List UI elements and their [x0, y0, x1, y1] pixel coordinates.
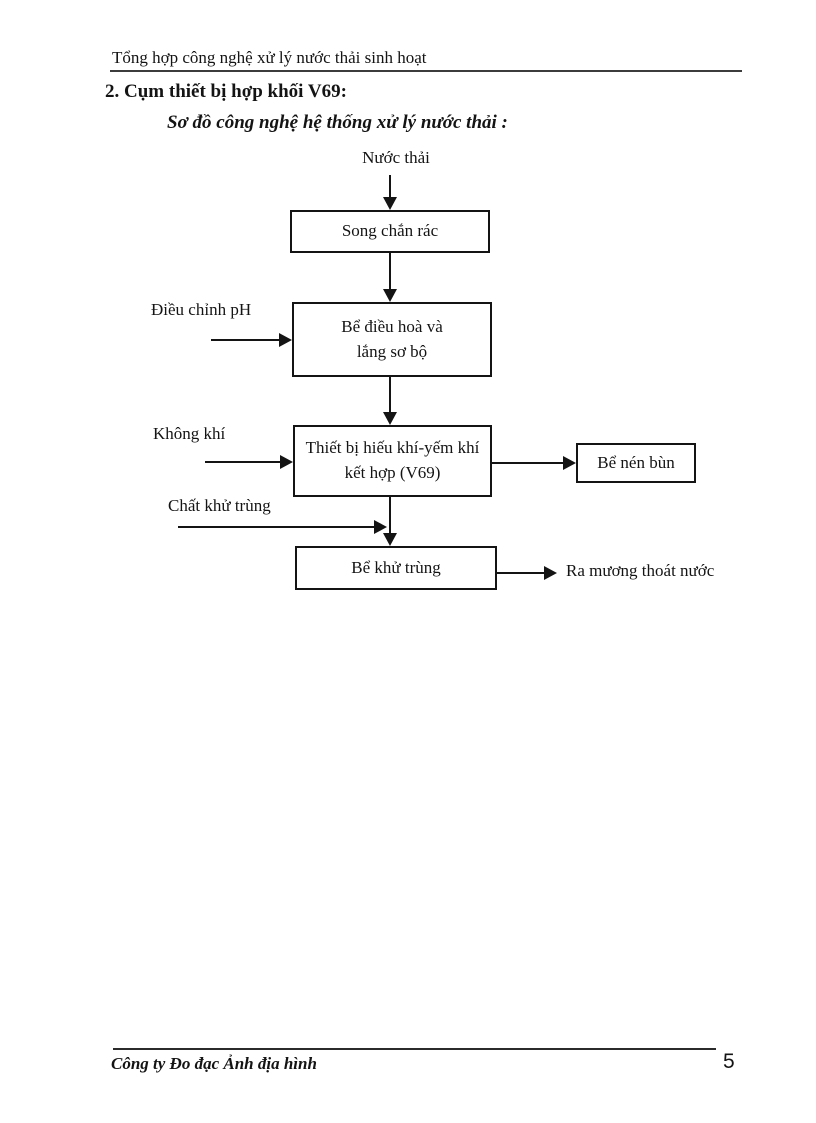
footer-company: Công ty Đo đạc Ảnh địa hình	[111, 1054, 317, 1073]
arrow-down-icon	[383, 533, 397, 546]
diagram-caption: Sơ đồ công nghệ hệ thống xử lý nước thải…	[167, 112, 508, 133]
arrow-line	[389, 497, 391, 533]
flow-box-label: Bể nén bùn	[597, 452, 675, 472]
arrow-line	[178, 526, 374, 528]
arrow-line	[205, 461, 280, 463]
flow-box-be-dieu-hoa: Bể điều hoà và lắng sơ bộ	[292, 302, 492, 377]
arrow-line	[211, 339, 279, 341]
flow-box-label: lắng sơ bộ	[356, 341, 428, 361]
flow-box-label: kết hợp (V69)	[344, 463, 441, 482]
flow-input-label: Nước thải	[362, 148, 430, 167]
arrow-down-icon	[383, 197, 397, 210]
arrow-down-icon	[383, 289, 397, 302]
arrow-right-icon	[279, 333, 292, 347]
flow-box-song-chan-rac: Song chắn rác	[290, 210, 490, 253]
flow-box-thiet-bi-v69: Thiết bị hiếu khí-yếm khí kết hợp (V69)	[293, 425, 492, 497]
flow-box-label: Bể điều hoà và	[341, 316, 443, 336]
arrow-down-icon	[383, 412, 397, 425]
arrow-line	[389, 175, 391, 199]
arrow-line	[492, 462, 563, 464]
arrow-right-icon	[563, 456, 576, 470]
flow-side-label-chat-khu-trung: Chất khử trùng	[168, 496, 271, 515]
header-rule	[110, 70, 742, 72]
page-number: 5	[723, 1050, 735, 1073]
flow-side-label-dieu-chinh-ph: Điều chỉnh pH	[151, 300, 252, 319]
section-heading: 2. Cụm thiết bị hợp khối V69:	[105, 81, 347, 102]
flow-output-label: Ra mương thoát nước	[566, 561, 715, 580]
flow-box-label: Thiết bị hiếu khí-yếm khí	[305, 438, 480, 458]
arrow-right-icon	[544, 566, 557, 580]
running-header-title: Tổng hợp công nghệ xử lý nước thải sinh …	[112, 48, 427, 67]
flow-box-be-nen-bun: Bể nén bùn	[576, 443, 696, 483]
arrow-right-icon	[374, 520, 387, 534]
arrow-line	[497, 572, 544, 574]
arrow-line	[389, 377, 391, 412]
footer-rule	[113, 1048, 716, 1050]
arrow-line	[389, 253, 391, 289]
flow-side-label-khong-khi: Không khí	[153, 424, 226, 443]
flow-box-be-khu-trung: Bể khử trùng	[295, 546, 497, 590]
flow-box-label: Bể khử trùng	[351, 557, 441, 577]
arrow-right-icon	[280, 455, 293, 469]
flow-box-label: Song chắn rác	[341, 221, 439, 241]
